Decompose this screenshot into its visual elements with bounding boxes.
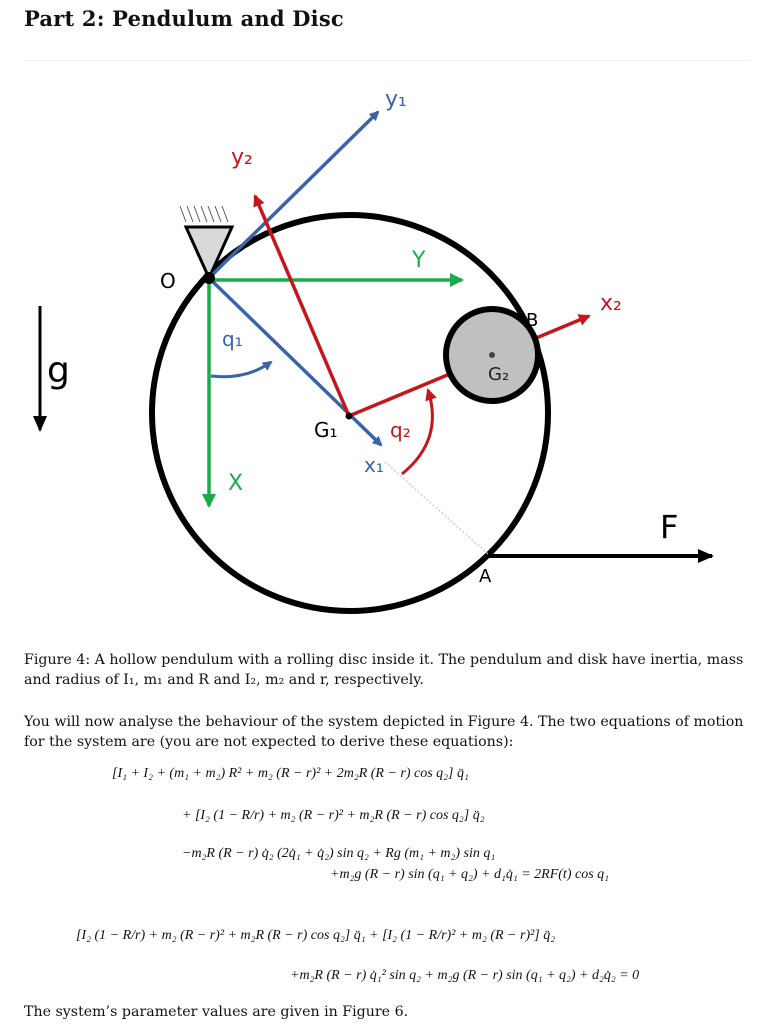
G1-point [345,412,353,420]
label-x2: x₂ [600,291,622,316]
label-y2: y₂ [231,145,253,170]
equation-1-line-3: −m₂R (R − r) q̇₂ (2q̇₁ + q̇₂) sin q₂ + R… [182,846,496,861]
G2-point [489,352,495,358]
label-G1: G₁ [314,418,338,442]
label-g: g [47,350,70,391]
equation-2-line-1: [I₂ (1 − R/r) + m₂ (R − r)² + m₂R (R − r… [76,928,556,943]
section-title: Part 2: Pendulum and Disc [24,6,344,31]
pendulum-diagram: y₁ y₂ O Y B x₂ q₁ G₂ g G₁ q₂ x₁ X F A [33,87,714,614]
ground-hatch [179,205,229,223]
q2-angle-arc [401,388,437,476]
label-B: B [526,310,538,331]
label-O: O [160,269,176,293]
q1-angle-arc [210,360,273,379]
equation-2-line-2: +m₂R (R − r) q̇₁² sin q₂ + m₂g (R − r) s… [290,968,640,983]
equation-1-line-2: + [I₂ (1 − R/r) + m₂ (R − r)² + m₂R (R −… [182,808,485,823]
equation-1-line-1: [I₁ + I₂ + (m₁ + m₂) R² + m₂ (R − r)² + … [112,766,469,781]
pendulum-ring [149,212,551,614]
label-A: A [479,566,492,587]
pivot-point [203,272,215,284]
pivot-support [183,225,235,282]
intro-paragraph: You will now analyse the behaviour of th… [24,714,744,750]
label-F: F [660,508,678,546]
label-Y: Y [411,248,426,273]
y2-axis-arrow [253,194,351,417]
label-q2: q₂ [390,418,411,442]
divider [24,60,750,61]
label-X: X [228,471,243,496]
figure-caption: Figure 4: A hollow pendulum with a rolli… [24,652,744,688]
label-G2: G₂ [488,364,509,385]
footer-sentence: The system’s parameter values are given … [24,1004,409,1020]
equation-1-line-4: +m₂g (R − r) sin (q₁ + q₂) + d₁q̇₁ = 2RF… [330,867,610,882]
label-q1: q₁ [222,327,243,351]
label-y1: y₁ [385,87,407,112]
contact-line [384,461,489,555]
x1-axis-arrow [207,276,383,447]
label-x1: x₁ [364,453,384,477]
y1-axis-arrow [207,110,380,280]
